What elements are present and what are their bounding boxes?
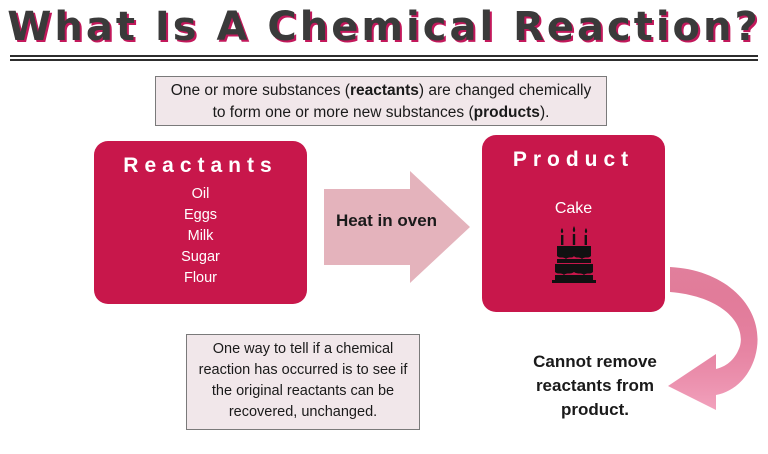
- reactant-item: Milk: [187, 228, 214, 244]
- definition-text-2: ) are changed chemically: [418, 82, 592, 99]
- definition-text-3: to form one or more new substances (: [212, 104, 474, 121]
- definition-box: One or more substances (reactants) are c…: [155, 76, 607, 126]
- reactants-list: Oil Eggs Milk Sugar Flour: [94, 184, 307, 289]
- reactant-item: Oil: [191, 186, 210, 202]
- product-box: Product Cake: [482, 135, 665, 312]
- definition-bold-products: products: [473, 104, 540, 121]
- birthday-cake-icon: [551, 226, 596, 283]
- product-name: Cake: [554, 200, 593, 217]
- reactants-box: Reactants Oil Eggs Milk Sugar Flour: [94, 141, 307, 304]
- reactant-item: Sugar: [181, 249, 220, 265]
- note-box: One way to tell if a chemical reaction h…: [186, 334, 420, 430]
- reactants-title: Reactants: [123, 154, 278, 177]
- curved-arrow: [668, 267, 758, 410]
- definition-bold-reactants: reactants: [349, 82, 419, 99]
- page-title: What Is A Chemical Reaction?: [7, 4, 761, 50]
- definition-text-4: ).: [539, 104, 550, 121]
- reactant-item: Eggs: [183, 207, 218, 223]
- conclusion-text: Cannot remove reactants from product.: [533, 352, 657, 419]
- definition-text-1: One or more substances (: [170, 82, 350, 99]
- process-arrow: [324, 171, 470, 283]
- title-underline-top: [10, 55, 758, 57]
- product-title: Product: [512, 148, 635, 171]
- title-underline-bottom: [10, 59, 758, 61]
- process-label: Heat in oven: [335, 211, 438, 230]
- reactant-item: Flour: [183, 270, 218, 286]
